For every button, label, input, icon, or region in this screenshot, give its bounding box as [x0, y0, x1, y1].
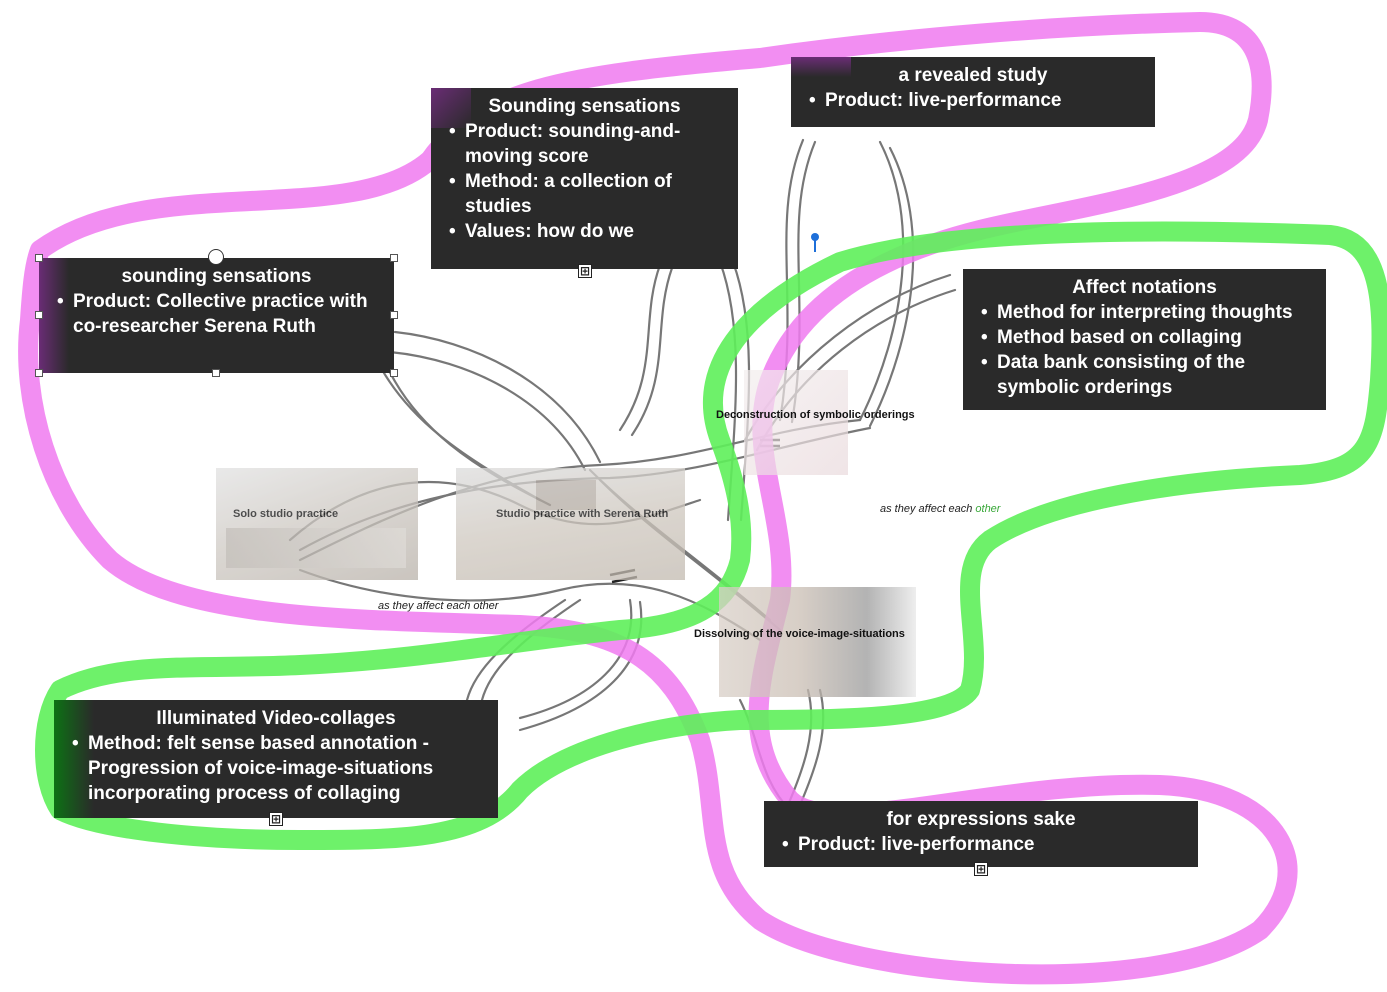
card-sounding-sensations[interactable]: Sounding sensations Product: sounding-an…: [431, 88, 738, 269]
card-title: Affect notations: [1072, 277, 1217, 298]
card-corner-accent: [791, 57, 851, 77]
card-item: Values: how do we: [449, 219, 728, 244]
card-item: Data bank consisting of the symbolic ord…: [981, 350, 1316, 400]
card-item: Product: Collective practice with co-res…: [57, 289, 384, 339]
card-illuminated-video-collages[interactable]: Illuminated Video-collages Method: felt …: [54, 700, 498, 818]
relation-note-left: as they affect each other: [378, 600, 499, 612]
pink-highlighter-stroke: [18, 12, 1298, 985]
node-label: Studio practice with Serena Ruth: [496, 508, 669, 520]
location-pin-icon[interactable]: [811, 233, 819, 252]
node-dissolving[interactable]: [719, 587, 916, 697]
card-item: Method based on collaging: [981, 325, 1316, 350]
card-title: Sounding sensations: [488, 96, 681, 117]
resize-handle-ml[interactable]: [35, 311, 43, 319]
card-item: Product: live-performance: [782, 832, 1188, 857]
card-affect-notations[interactable]: Affect notations Method for interpreting…: [963, 269, 1326, 410]
node-solo-studio-practice[interactable]: Solo studio practice: [216, 468, 418, 580]
card-title: a revealed study: [898, 65, 1048, 86]
card-item: Method: felt sense based annotation - Pr…: [72, 731, 488, 806]
node-deconstruction[interactable]: [744, 370, 848, 475]
expand-toggle-icon[interactable]: ⊞: [269, 812, 283, 826]
card-item: Product: sounding-and-moving score: [449, 119, 728, 169]
card-title: sounding sensations: [121, 266, 312, 287]
card-sounding-sensations-small[interactable]: sounding sensations Product: Collective …: [39, 258, 394, 373]
card-title: for expressions sake: [886, 809, 1076, 830]
relation-note-right-green: other: [975, 503, 1001, 515]
green-highlighter-stroke: [35, 221, 1387, 850]
card-title: Illuminated Video-collages: [156, 708, 396, 729]
rotate-handle[interactable]: [208, 249, 224, 265]
relation-note-right: as they affect each other: [880, 503, 1000, 515]
card-revealed-study[interactable]: a revealed study Product: live-performan…: [791, 57, 1155, 127]
card-item: Method: a collection of studies: [449, 169, 728, 219]
resize-handle-mr[interactable]: [390, 311, 398, 319]
card-item: Product: live-performance: [809, 88, 1145, 113]
node-deconstruction-label: Deconstruction of symbolic orderings: [716, 409, 915, 421]
node-studio-practice-serena[interactable]: Studio practice with Serena Ruth: [456, 468, 685, 580]
resize-handle-br[interactable]: [390, 369, 398, 377]
resize-handle-bl[interactable]: [35, 369, 43, 377]
card-for-expressions-sake[interactable]: for expressions sake Product: live-perfo…: [764, 801, 1198, 867]
resize-handle-bm[interactable]: [212, 369, 220, 377]
card-item: Method for interpreting thoughts: [981, 300, 1316, 325]
expand-toggle-icon[interactable]: ⊞: [974, 862, 988, 876]
node-dissolving-label: Dissolving of the voice-image-situations: [694, 628, 905, 640]
node-label: Solo studio practice: [233, 508, 339, 520]
relation-note-right-text: as they affect each: [880, 503, 976, 515]
expand-toggle-icon[interactable]: ⊞: [578, 264, 592, 278]
resize-handle-tr[interactable]: [390, 254, 398, 262]
resize-handle-tl[interactable]: [35, 254, 43, 262]
